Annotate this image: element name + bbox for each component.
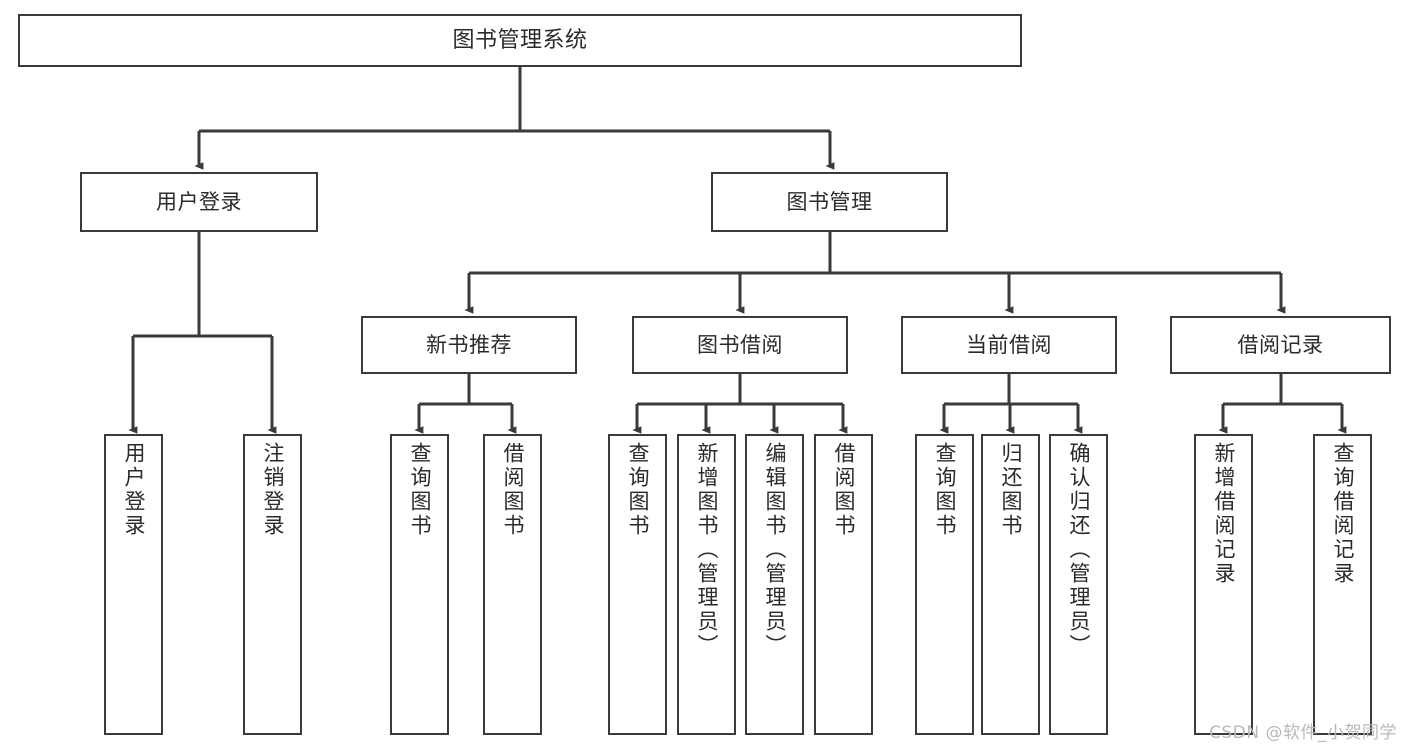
node-leaf-edit-book-admin-label: 编辑图书（管理员） <box>763 442 787 658</box>
node-leaf-borrow-book-2[interactable]: 借阅图书 <box>814 434 873 735</box>
node-current-borrow-label: 当前借阅 <box>966 332 1052 357</box>
node-user-login[interactable]: 用户登录 <box>80 172 318 232</box>
node-leaf-query-book-1[interactable]: 查询图书 <box>390 434 449 735</box>
node-leaf-return-book[interactable]: 归还图书 <box>981 434 1040 735</box>
node-leaf-query-record[interactable]: 查询借阅记录 <box>1313 434 1372 735</box>
node-new-book-rec[interactable]: 新书推荐 <box>361 316 577 374</box>
node-user-login-label: 用户登录 <box>156 189 242 214</box>
node-leaf-borrow-book-1-label: 借阅图书 <box>501 442 525 538</box>
node-root[interactable]: 图书管理系统 <box>18 14 1022 67</box>
node-current-borrow[interactable]: 当前借阅 <box>901 316 1117 374</box>
node-leaf-user-login[interactable]: 用户登录 <box>104 434 163 735</box>
node-leaf-confirm-return-admin[interactable]: 确认归还（管理员） <box>1049 434 1108 735</box>
node-leaf-add-record[interactable]: 新增借阅记录 <box>1194 434 1253 735</box>
node-leaf-borrow-book-1[interactable]: 借阅图书 <box>483 434 542 735</box>
node-leaf-add-book-admin-label: 新增图书（管理员） <box>695 442 719 658</box>
node-leaf-borrow-book-2-label: 借阅图书 <box>832 442 856 538</box>
node-new-book-rec-label: 新书推荐 <box>426 332 512 357</box>
node-book-borrow-label: 图书借阅 <box>697 332 783 357</box>
node-leaf-add-book-admin[interactable]: 新增图书（管理员） <box>677 434 736 735</box>
node-borrow-record[interactable]: 借阅记录 <box>1170 316 1391 374</box>
node-leaf-query-book-2-label: 查询图书 <box>626 442 650 538</box>
node-leaf-confirm-return-admin-label: 确认归还（管理员） <box>1067 442 1091 658</box>
node-book-manage[interactable]: 图书管理 <box>711 172 948 232</box>
node-leaf-return-book-label: 归还图书 <box>999 442 1023 538</box>
node-leaf-query-book-1-label: 查询图书 <box>408 442 432 538</box>
node-leaf-user-logout[interactable]: 注销登录 <box>243 434 302 735</box>
node-book-borrow[interactable]: 图书借阅 <box>632 316 848 374</box>
node-leaf-query-book-2[interactable]: 查询图书 <box>608 434 667 735</box>
node-borrow-record-label: 借阅记录 <box>1237 332 1324 357</box>
node-root-label: 图书管理系统 <box>452 27 588 53</box>
node-leaf-query-record-label: 查询借阅记录 <box>1331 442 1355 586</box>
node-leaf-query-book-3[interactable]: 查询图书 <box>915 434 974 735</box>
node-leaf-edit-book-admin[interactable]: 编辑图书（管理员） <box>745 434 804 735</box>
node-leaf-user-logout-label: 注销登录 <box>261 442 285 538</box>
node-book-manage-label: 图书管理 <box>786 189 873 214</box>
node-leaf-query-book-3-label: 查询图书 <box>933 442 957 538</box>
node-leaf-add-record-label: 新增借阅记录 <box>1212 442 1236 586</box>
node-leaf-user-login-label: 用户登录 <box>122 442 146 538</box>
